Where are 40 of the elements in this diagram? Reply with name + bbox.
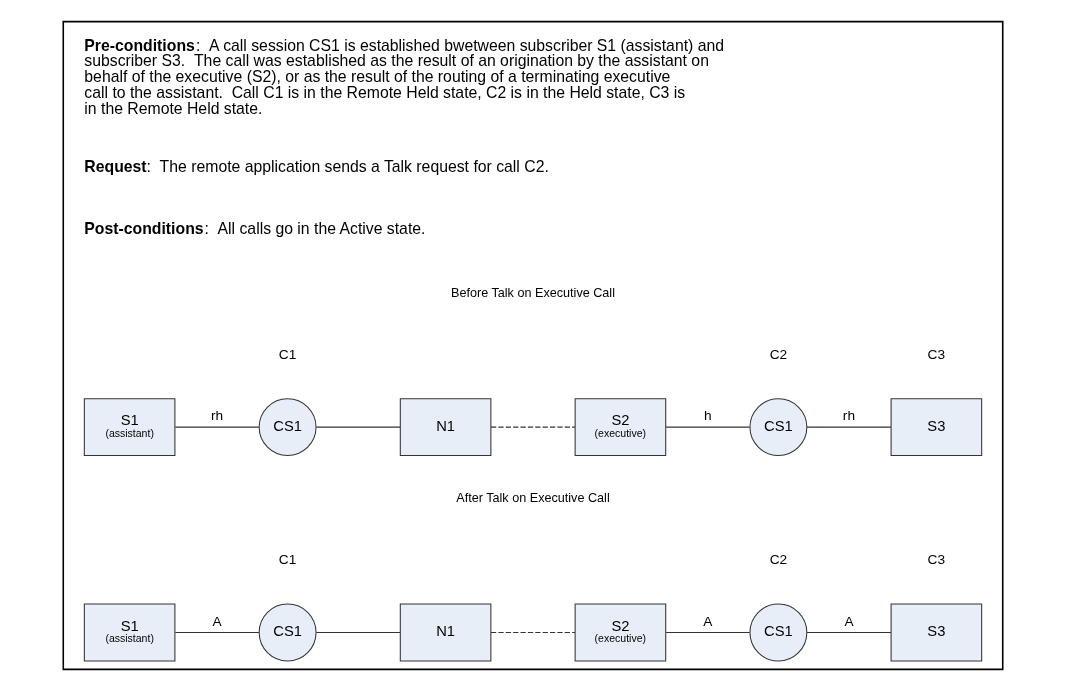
connector — [665, 631, 751, 633]
connector — [315, 631, 401, 633]
edge-label: h — [704, 407, 712, 423]
edge-label: rh — [842, 407, 856, 423]
label: C2 — [769, 346, 788, 362]
node-box: S1 (assistant) — [83, 397, 176, 456]
label: Before Talk on Executive Call — [451, 285, 615, 300]
label: Request: The remote application sends a Talk request for call C2. — [84, 157, 549, 175]
edge-label: rh — [210, 407, 224, 423]
label: Pre-conditions: A call session CS1 is established bwetween subscriber S1 (assistant) and subscriber S3. The call was established as the result of an origination by the assistant on behalf of the executive (S2), or as the result of the routing of a terminating executive call to the assistant. Call C1 is in the Remote Held state, C2 is in the Held state, C3 is in the Remote Held state. — [84, 36, 725, 117]
connector — [665, 426, 751, 428]
label: C3 — [927, 551, 946, 567]
node-circle: CS1 — [749, 397, 808, 456]
edge-label: A — [844, 613, 854, 629]
node-box: S3 — [890, 603, 983, 661]
node-box: S2 (executive) — [574, 603, 667, 661]
connector — [490, 426, 576, 428]
connector — [174, 631, 260, 633]
node-box: S2 (executive) — [574, 397, 667, 456]
node-circle: CS1 — [258, 397, 317, 456]
edge-label: A — [703, 613, 713, 629]
label: C2 — [769, 551, 788, 567]
node-circle: CS1 — [258, 603, 317, 661]
node-box: N1 — [399, 603, 492, 661]
connector — [806, 426, 892, 428]
connector — [174, 426, 260, 428]
connector — [490, 631, 576, 633]
node-box: S3 — [890, 397, 983, 456]
cluster — [62, 20, 1004, 670]
connector — [806, 631, 892, 633]
node-box: N1 — [399, 397, 492, 456]
label: C1 — [278, 551, 297, 567]
edge-label: A — [212, 613, 222, 629]
node-circle: CS1 — [749, 603, 808, 661]
node-box: S1 (assistant) — [83, 603, 176, 661]
connector — [315, 426, 401, 428]
label: C1 — [278, 346, 297, 362]
label: Post-conditions: All calls go in the Active state. — [84, 219, 426, 237]
label: C3 — [927, 346, 946, 362]
label: After Talk on Executive Call — [456, 490, 610, 505]
